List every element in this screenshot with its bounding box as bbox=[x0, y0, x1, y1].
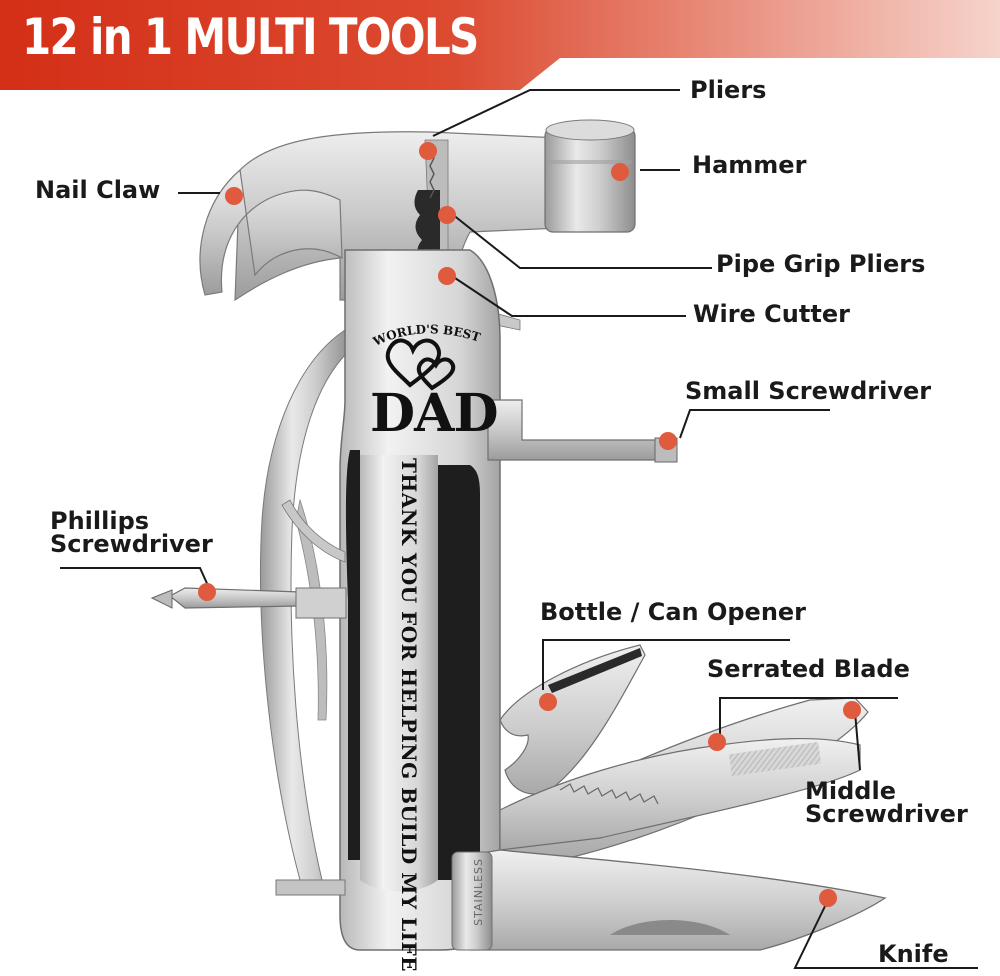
label-middle-line2: Screwdriver bbox=[805, 800, 968, 828]
label-bottle-can-opener: Bottle / Can Opener bbox=[540, 598, 807, 626]
leader-wire-cutter bbox=[451, 275, 686, 317]
leader-serrated bbox=[719, 697, 898, 735]
marker-dot bbox=[659, 432, 677, 450]
label-pliers: Pliers bbox=[690, 76, 767, 104]
marker-dot bbox=[438, 267, 456, 285]
banner-title: 12 in 1 MULTI TOOLS bbox=[22, 8, 479, 66]
marker-dot bbox=[843, 701, 861, 719]
label-serrated-blade: Serrated Blade bbox=[707, 655, 910, 683]
engraving-title: DAD bbox=[370, 383, 499, 444]
label-knife: Knife bbox=[878, 940, 949, 968]
marker-dots bbox=[198, 142, 861, 907]
leader-knife bbox=[793, 899, 978, 969]
leader-pliers bbox=[432, 89, 680, 137]
marker-dot bbox=[225, 187, 243, 205]
label-small-screwdriver: Small Screwdriver bbox=[685, 377, 932, 405]
label-phillips-line2: Screwdriver bbox=[50, 530, 213, 558]
label-nail-claw: Nail Claw bbox=[35, 176, 161, 204]
marker-dot bbox=[611, 163, 629, 181]
marker-dot bbox=[438, 206, 456, 224]
marker-dot bbox=[819, 889, 837, 907]
marker-dot bbox=[198, 583, 216, 601]
label-wire-cutter: Wire Cutter bbox=[693, 300, 850, 328]
label-hammer: Hammer bbox=[692, 151, 807, 179]
marker-dot bbox=[708, 733, 726, 751]
label-phillips-screwdriver: Phillips Screwdriver bbox=[50, 507, 213, 558]
leader-phillips bbox=[60, 567, 211, 591]
label-pipe-grip-pliers: Pipe Grip Pliers bbox=[716, 250, 926, 278]
label-middle-line1: Middle bbox=[805, 777, 896, 805]
stainless-stamp: STAINLESS bbox=[472, 858, 485, 926]
marker-dot bbox=[539, 693, 557, 711]
leader-middle bbox=[854, 711, 861, 771]
label-phillips-line1: Phillips bbox=[50, 507, 150, 535]
leader-small-screwdriver bbox=[679, 409, 830, 439]
engraving-message: THANK YOU FOR HELPING BUILD MY LIFE bbox=[397, 458, 421, 972]
label-middle-screwdriver: Middle Screwdriver bbox=[805, 777, 968, 828]
leader-bottle bbox=[542, 639, 790, 690]
heart-icon bbox=[385, 338, 456, 391]
marker-dot bbox=[419, 142, 437, 160]
title-banner bbox=[0, 0, 1000, 90]
leader-pipe-grip bbox=[451, 213, 712, 269]
